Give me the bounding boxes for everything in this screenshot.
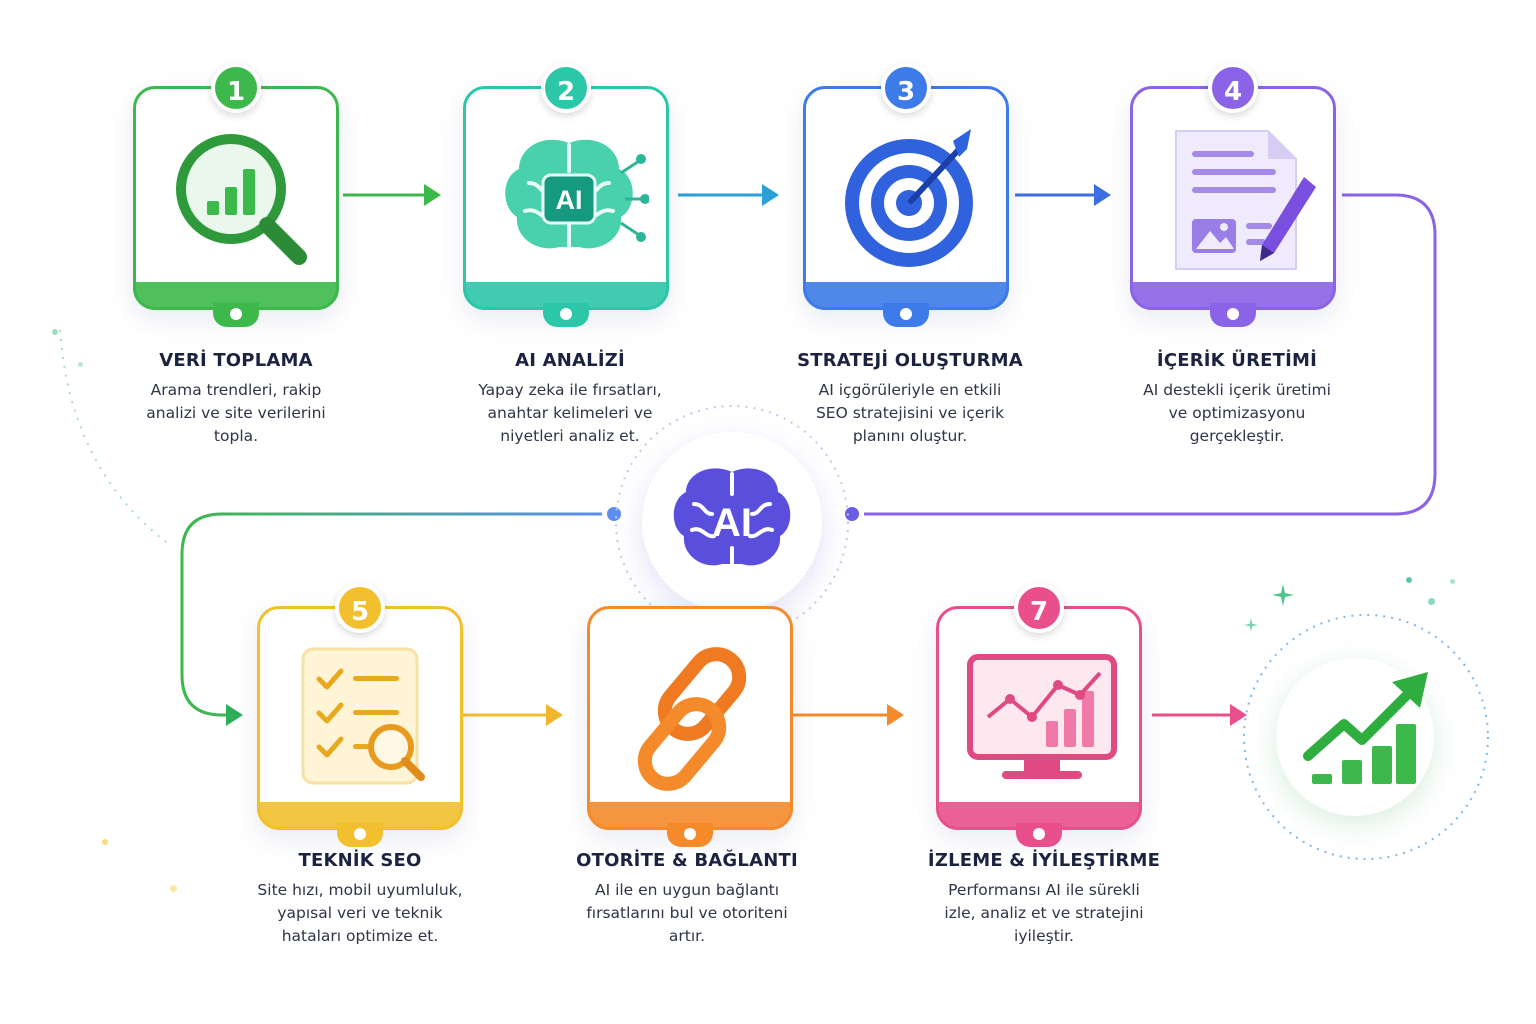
card-tab [543,303,589,327]
step-description: AI ile en uygun bağlantı fırsatlarını bu… [586,881,788,945]
hub-right-dot [845,507,859,521]
arrowhead-7-goal [1230,704,1247,726]
arrowhead-1-2 [424,184,441,206]
step-number-badge: 4 [1208,63,1258,113]
document-pen-icon [1175,130,1316,270]
step-card-2: 2 AI [463,63,669,327]
growth-chart-icon [1303,672,1428,784]
target-arrow-icon [845,129,973,267]
step-title: OTORİTE & BAĞLANTI [576,850,798,871]
chain-link-icon [637,647,747,791]
step-card-4: 4 [1130,63,1336,327]
ai-brain-icon: AI [673,468,791,566]
step-title: AI ANALİZİ [515,350,625,371]
step-title: VERİ TOPLAMA [159,350,313,371]
ai-chip-label: AI [556,185,583,215]
step-number-badge: 2 [541,63,591,113]
step-description: AI içgörüleriyle en etkili SEO stratejis… [815,381,1005,445]
step-label-4: İÇERİK ÜRETİMİ AI destekli içerik üretim… [1097,350,1377,448]
decor-dot [1428,598,1435,605]
step-description: Performansı AI ile sürekli izle, analiz … [944,881,1144,945]
step-title: TEKNİK SEO [298,850,422,871]
card-tab [883,303,929,327]
loop-4-hub [864,193,1437,516]
step-title: İÇERİK ÜRETİMİ [1156,350,1318,371]
card-tab [337,823,383,847]
hub-dotted-ring [615,405,849,639]
decor-dot [102,839,108,845]
sparkle-icon [1272,584,1294,606]
decor-dot [170,885,177,892]
step-description: Arama trendleri, rakip analizi ve site v… [146,381,326,445]
decor-dot [1450,579,1455,584]
card-tab [1210,303,1256,327]
card-tab [1016,823,1062,847]
arrowhead-5-6 [546,704,563,726]
step-label-5: TEKNİK SEO Site hızı, mobil uyumluluk, y… [220,850,500,948]
decor-dot [52,329,58,335]
step-description: Site hızı, mobil uyumluluk, yapısal veri… [257,881,463,945]
step-card-5: 5 [257,583,463,847]
step-label-3: STRATEJİ OLUŞTURMA AI içgörüleriyle en e… [770,350,1050,448]
goal-growth-circle [1276,658,1434,816]
loop-hub-5 [180,512,602,717]
step-label-6: OTORİTE & BAĞLANTI AI ile en uygun bağla… [547,850,827,948]
monitor-chart-icon [967,654,1117,779]
sparkle-icon [1244,618,1258,632]
step-card-6: 6 [587,606,793,847]
checklist-magnifier-icon [301,647,425,785]
step-title: STRATEJİ OLUŞTURMA [797,350,1023,371]
step-description: AI destekli içerik üretimi ve optimizasy… [1143,381,1331,445]
step-number-badge: 7 [1014,583,1064,633]
step-number-badge: 5 [335,583,385,633]
decor-dot [1406,577,1412,583]
step-card-7: 7 [936,583,1142,847]
step-title: İZLEME & İYİLEŞTİRME [927,850,1161,871]
ai-brain-icon: AI [505,139,649,249]
arrowhead-2-3 [762,184,779,206]
step-label-1: VERİ TOPLAMA Arama trendleri, rakip anal… [96,350,376,448]
step-card-1: 1 [133,63,339,327]
step-number-badge: 1 [211,63,261,113]
goal-dotted-ring [1243,614,1489,860]
arrowhead-3-4 [1094,184,1111,206]
ai-hub: AI [642,432,822,612]
card-tab [667,823,713,847]
magnifier-chart-icon [176,134,307,265]
step-label-7: İZLEME & İYİLEŞTİRME Performansı AI ile … [904,850,1184,948]
decor-dot [78,362,83,367]
card-tab [213,303,259,327]
arrowhead-to-5 [226,704,243,726]
hub-label: AI [712,501,752,545]
arrowhead-6-7 [887,704,904,726]
step-number-badge: 3 [881,63,931,113]
step-description: Yapay zeka ile fırsatları, anahtar kelim… [478,381,662,445]
hub-left-dot [607,507,621,521]
step-card-3: 3 [803,63,1009,327]
step-label-2: AI ANALİZİ Yapay zeka ile fırsatları, an… [430,350,710,448]
